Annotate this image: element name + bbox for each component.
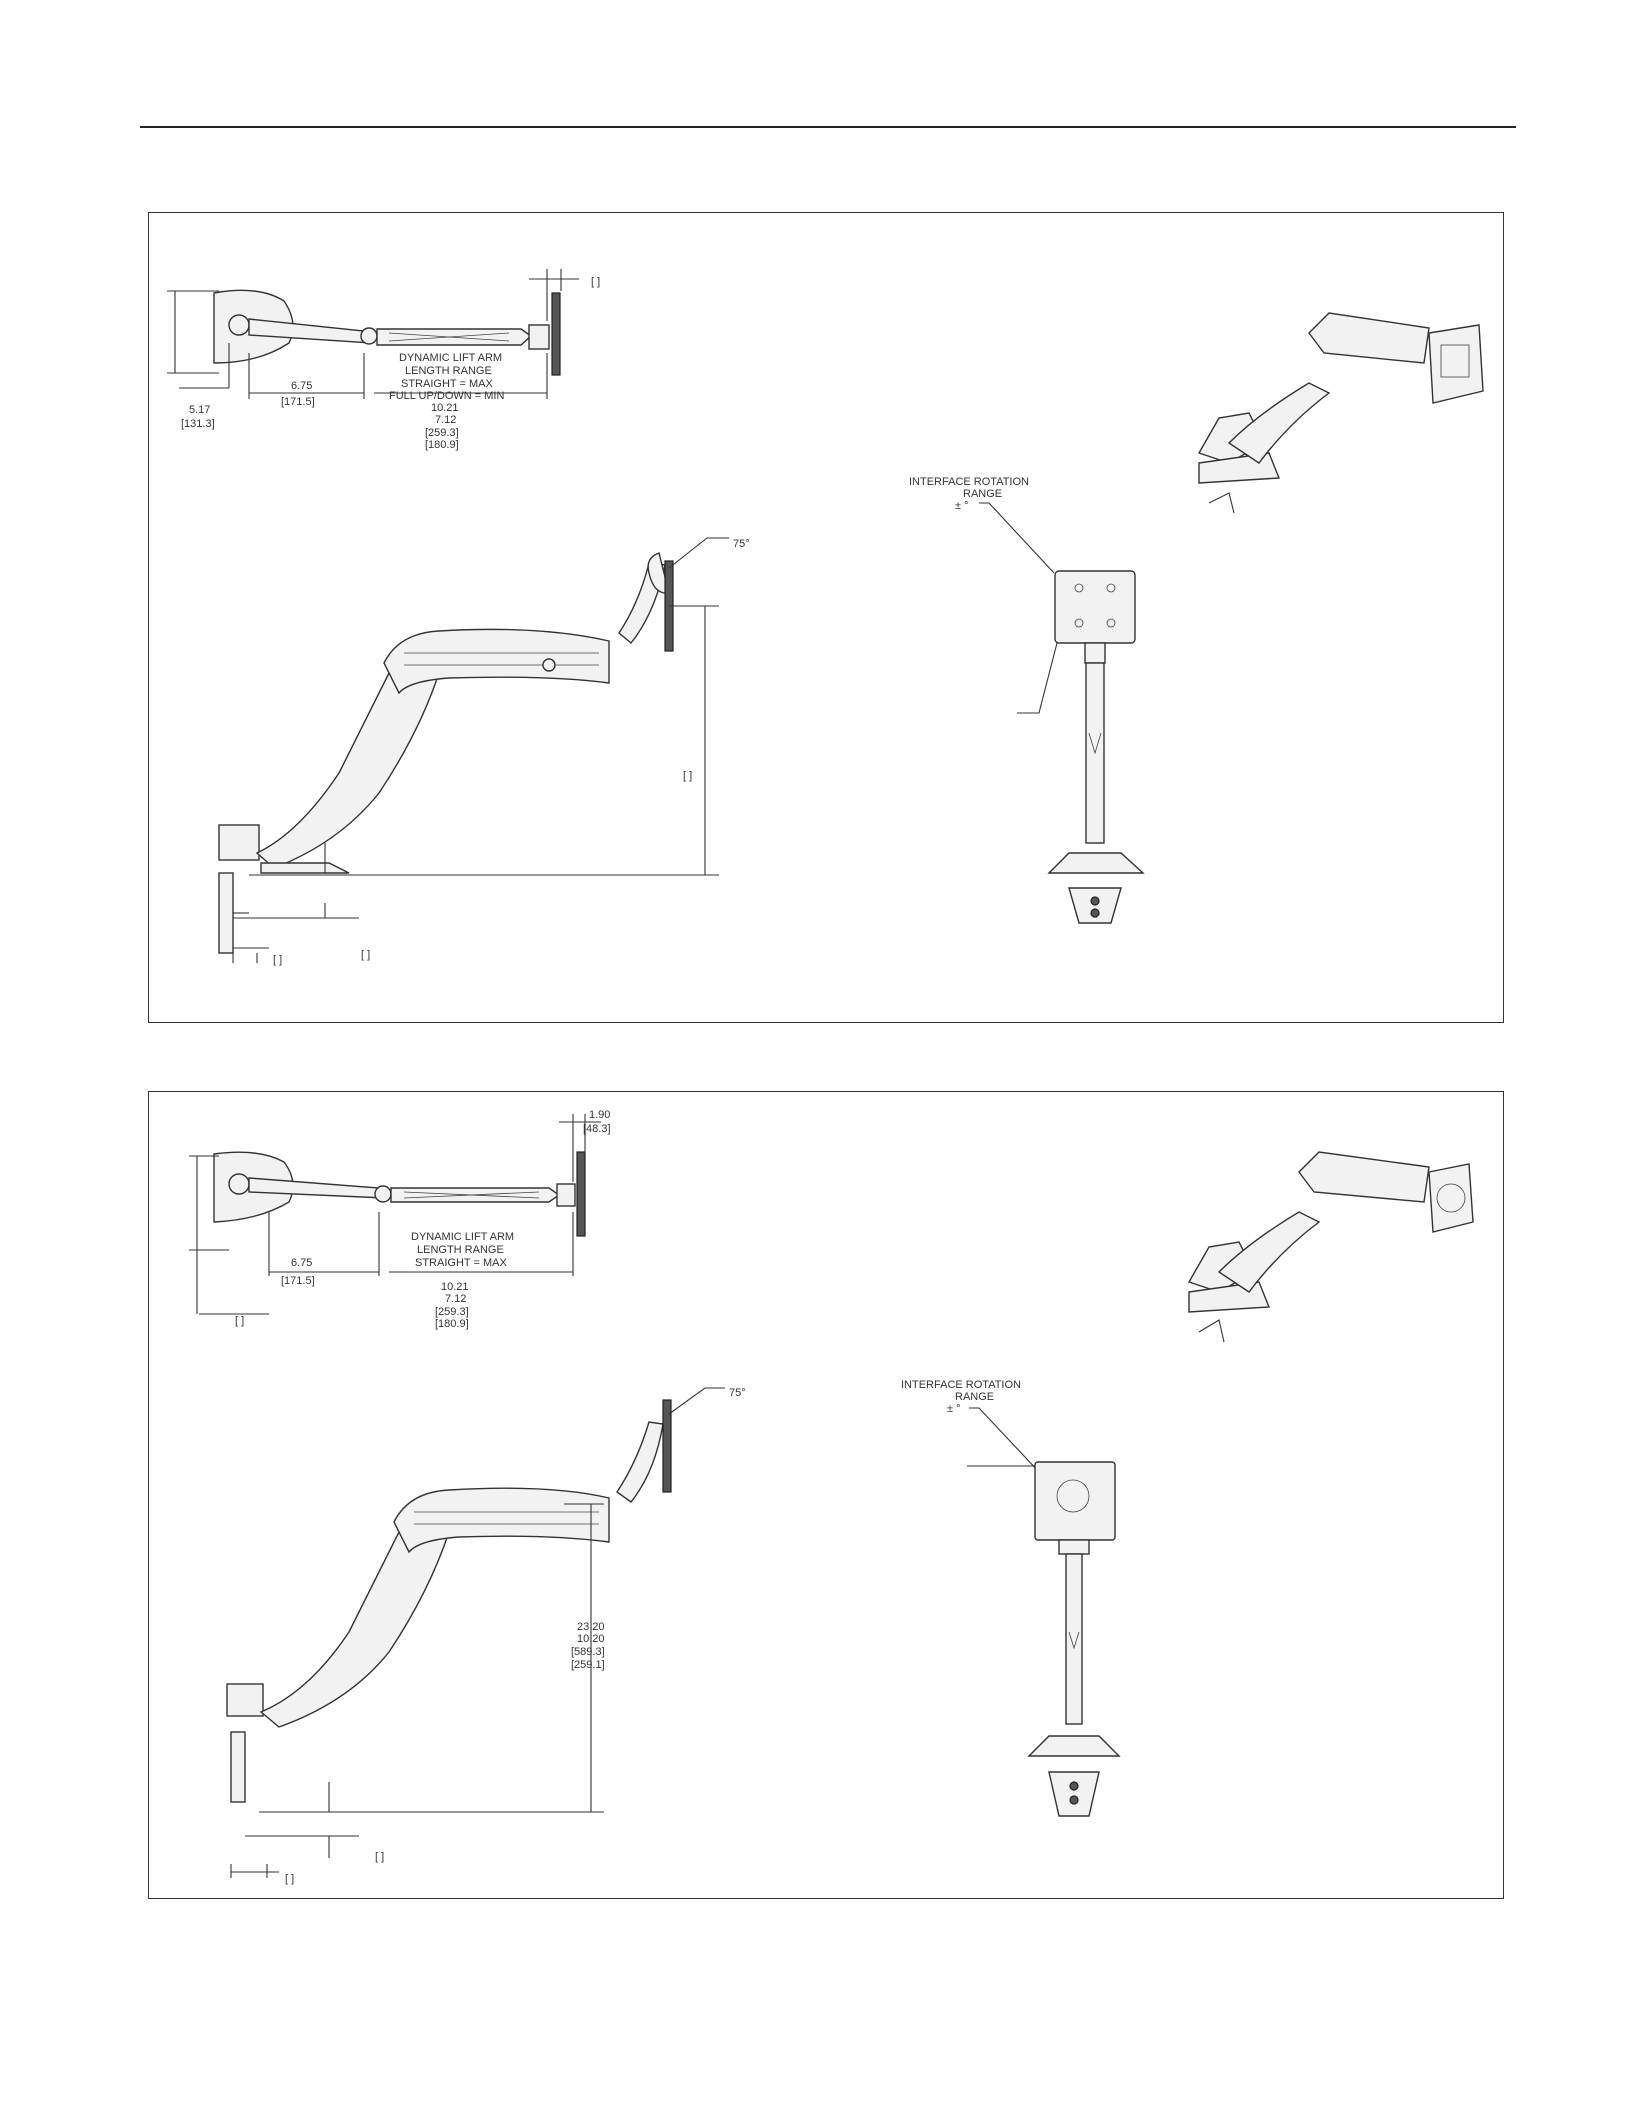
clamp-dim-a: [ ]: [273, 954, 282, 966]
tilt-head: [556, 1183, 576, 1207]
vesa-plate-side: [662, 1399, 672, 1493]
clamp-post: [230, 1731, 246, 1803]
vesa-plate: [576, 1151, 586, 1237]
range-title-2: LENGTH RANGE: [405, 365, 492, 377]
dim-depth-mm: [131.3]: [181, 418, 215, 430]
tilt-head: [528, 324, 550, 350]
height-mm: [ ]: [683, 770, 692, 782]
front-view: INTERFACE ROTATION RANGE ± °: [909, 476, 1145, 924]
head-dim-mm: [48.3]: [583, 1123, 611, 1135]
clamp-base: [218, 824, 260, 861]
clamp-base: [226, 1683, 264, 1717]
height-max: 23.20: [577, 1621, 605, 1633]
clamp-dim-b: [ ]: [285, 1873, 294, 1885]
isometric-view: [1187, 1151, 1474, 1343]
range-min-mm: [180.9]: [435, 1318, 469, 1330]
range-max: 10.21: [441, 1281, 469, 1293]
range-note-1: STRAIGHT = MAX: [415, 1257, 507, 1269]
range-min: 7.12: [445, 1293, 466, 1305]
tilt-angle: 75°: [729, 1387, 746, 1399]
iso-vesa-plate: [1428, 324, 1484, 404]
range-max-mm: [259.3]: [425, 427, 459, 439]
clamp-dim-b: [ ]: [361, 949, 370, 961]
technical-drawing-2: 6.75 [171.5] DYNAMIC LIFT ARM LENGTH RAN…: [189, 1109, 1474, 1885]
upper-arm: [393, 1487, 610, 1554]
range-max-mm: [259.3]: [435, 1306, 469, 1318]
header-rule: [140, 126, 1516, 128]
vesa-plate: [551, 292, 561, 376]
rotation-value: ± °: [947, 1403, 961, 1415]
clamp-front: [1048, 1771, 1100, 1817]
isometric-view: [1197, 312, 1484, 514]
dim-arm: 6.75: [291, 380, 312, 392]
side-view: 75° 23.20 10.20 [589.3] [259.1] [ ] [ ]: [226, 1387, 746, 1885]
base-pivot: [228, 314, 250, 336]
iso-riser: [1217, 1211, 1321, 1293]
range-title-2: LENGTH RANGE: [417, 1244, 504, 1256]
iso-upper-arm: [1298, 1151, 1430, 1203]
riser-arm: [255, 664, 440, 869]
vesa-plate-front: [1034, 1461, 1116, 1541]
dim-arm: 6.75: [291, 1257, 312, 1269]
range-min: 7.12: [435, 414, 456, 426]
vesa-plate-front: [1054, 570, 1136, 644]
top-view: 5.17 [131.3] 6.75 [171.5] DYNAMIC LIFT A…: [167, 269, 600, 451]
tilt-bracket: [616, 1421, 664, 1503]
rotation-label-1: INTERFACE ROTATION: [901, 1379, 1021, 1391]
rotation-label-2: RANGE: [955, 1391, 994, 1403]
iso-upper-arm: [1308, 312, 1430, 364]
column: [1065, 1553, 1083, 1725]
rotation-label-1: INTERFACE ROTATION: [909, 476, 1029, 488]
upper-arm: [383, 628, 610, 695]
dim-depth-mm: [ ]: [235, 1315, 244, 1327]
range-max: 10.21: [431, 402, 459, 414]
iso-vesa-plate: [1428, 1163, 1474, 1233]
side-view: 75° [ ] [ ] [ ]: [218, 537, 750, 966]
height-min-mm: [259.1]: [571, 1659, 605, 1671]
base-front: [1027, 1735, 1121, 1757]
iso-riser: [1227, 382, 1331, 464]
drawing-panel-2: 6.75 [171.5] DYNAMIC LIFT ARM LENGTH RAN…: [148, 1091, 1504, 1899]
range-min-mm: [180.9]: [425, 439, 459, 451]
range-note-1: STRAIGHT = MAX: [401, 378, 493, 390]
range-title-1: DYNAMIC LIFT ARM: [411, 1231, 514, 1243]
base-front: [1047, 852, 1145, 874]
range-title-1: DYNAMIC LIFT ARM: [399, 352, 502, 364]
height-min: 10.20: [577, 1633, 605, 1645]
top-view: 6.75 [171.5] DYNAMIC LIFT ARM LENGTH RAN…: [189, 1109, 611, 1330]
dim-arm-mm: [171.5]: [281, 396, 315, 408]
head-dim: 1.90: [589, 1109, 610, 1121]
dim-arm-mm: [171.5]: [281, 1275, 315, 1287]
technical-drawing-1: 5.17 [131.3] 6.75 [171.5] DYNAMIC LIFT A…: [167, 269, 1484, 966]
elbow-pivot: [374, 1185, 392, 1203]
clamp-post: [218, 872, 234, 954]
head-dim-mm: [ ]: [591, 276, 600, 288]
tilt-angle: 75°: [733, 538, 750, 550]
base-pivot: [228, 1173, 250, 1195]
riser-arm: [259, 1523, 450, 1728]
elbow-pivot: [360, 327, 378, 345]
height-max-mm: [589.3]: [571, 1646, 605, 1658]
drawing-panel-1: 5.17 [131.3] 6.75 [171.5] DYNAMIC LIFT A…: [148, 212, 1504, 1023]
rotation-label-2: RANGE: [963, 488, 1002, 500]
rotation-value: ± °: [955, 500, 969, 512]
dim-depth: 5.17: [189, 404, 210, 416]
clamp-dim-a: [ ]: [375, 1851, 384, 1863]
range-note-2: FULL UP/DOWN = MIN: [389, 390, 504, 402]
front-view: INTERFACE ROTATION RANGE ± °: [901, 1379, 1121, 1817]
